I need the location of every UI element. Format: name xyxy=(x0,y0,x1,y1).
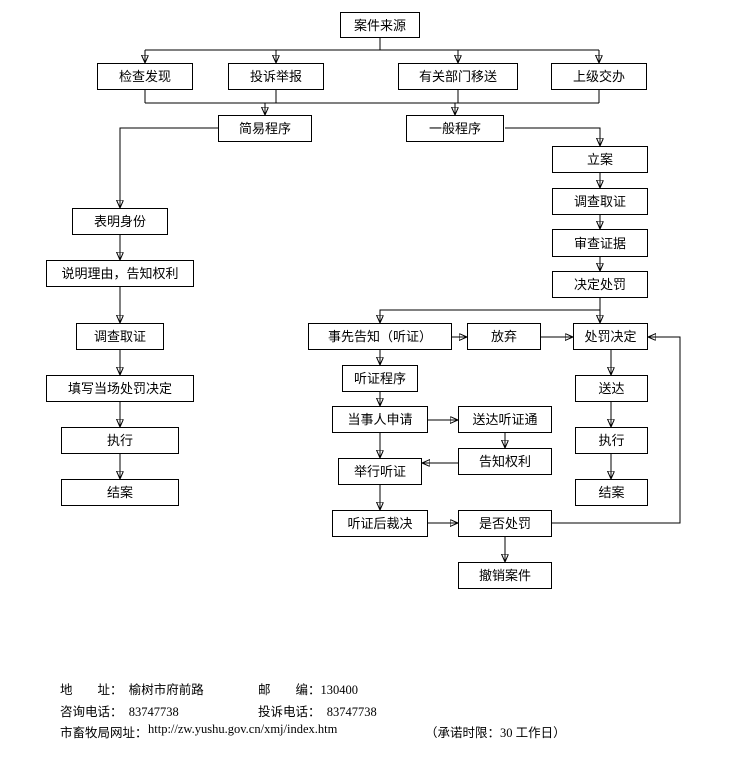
footer-complaint-phone: 投诉电话： 83747738 xyxy=(258,705,377,719)
node-execute-left: 执行 xyxy=(61,427,179,454)
node-investigate-right: 调查取证 xyxy=(552,188,648,215)
footer-website-label: 市畜牧局网址： xyxy=(60,726,148,740)
node-revoke-case: 撤销案件 xyxy=(458,562,552,589)
footer-promise-limit: （承诺时限：30 工作日） xyxy=(425,726,566,740)
node-deliver-hearing-notice: 送达听证通 xyxy=(458,406,552,433)
node-inform-rights: 告知权利 xyxy=(458,448,552,475)
node-execute-right: 执行 xyxy=(575,427,648,454)
node-complaint-report: 投诉举报 xyxy=(228,63,324,90)
node-case-source: 案件来源 xyxy=(340,12,420,38)
node-prior-notice-hearing: 事先告知（听证） xyxy=(308,323,452,350)
node-inspection: 检查发现 xyxy=(97,63,193,90)
node-post-hearing-ruling: 听证后裁决 xyxy=(332,510,428,537)
footer-consult-phone: 咨询电话： 83747738 xyxy=(60,705,179,719)
node-hold-hearing: 举行听证 xyxy=(338,458,422,485)
node-investigate-left: 调查取证 xyxy=(76,323,164,350)
footer-website-url: http://zw.yushu.gov.cn/xmj/index.htm xyxy=(148,722,338,736)
node-waive: 放弃 xyxy=(467,323,541,350)
node-show-identity: 表明身份 xyxy=(72,208,168,235)
node-superior-assign: 上级交办 xyxy=(551,63,647,90)
node-close-left: 结案 xyxy=(61,479,179,506)
node-close-right: 结案 xyxy=(575,479,648,506)
node-fill-onsite-decision: 填写当场处罚决定 xyxy=(46,375,194,402)
node-whether-penalize: 是否处罚 xyxy=(458,510,552,537)
node-explain-reasons: 说明理由，告知权利 xyxy=(46,260,194,287)
node-deliver: 送达 xyxy=(575,375,648,402)
node-penalty-decision: 处罚决定 xyxy=(573,323,648,350)
arrow-connectors xyxy=(120,50,681,562)
node-decide-penalty: 决定处罚 xyxy=(552,271,648,298)
node-dept-transfer: 有关部门移送 xyxy=(398,63,518,90)
node-general-procedure: 一般程序 xyxy=(406,115,504,142)
node-party-apply: 当事人申请 xyxy=(332,406,428,433)
footer-address: 地 址： 榆树市府前路 xyxy=(60,683,204,697)
node-simple-procedure: 简易程序 xyxy=(218,115,312,142)
plain-connectors xyxy=(144,38,600,104)
footer-postcode: 邮 编：130400 xyxy=(258,683,359,697)
node-file-case: 立案 xyxy=(552,146,648,173)
node-hearing-procedure: 听证程序 xyxy=(342,365,418,392)
node-review-evidence: 审查证据 xyxy=(552,229,648,257)
